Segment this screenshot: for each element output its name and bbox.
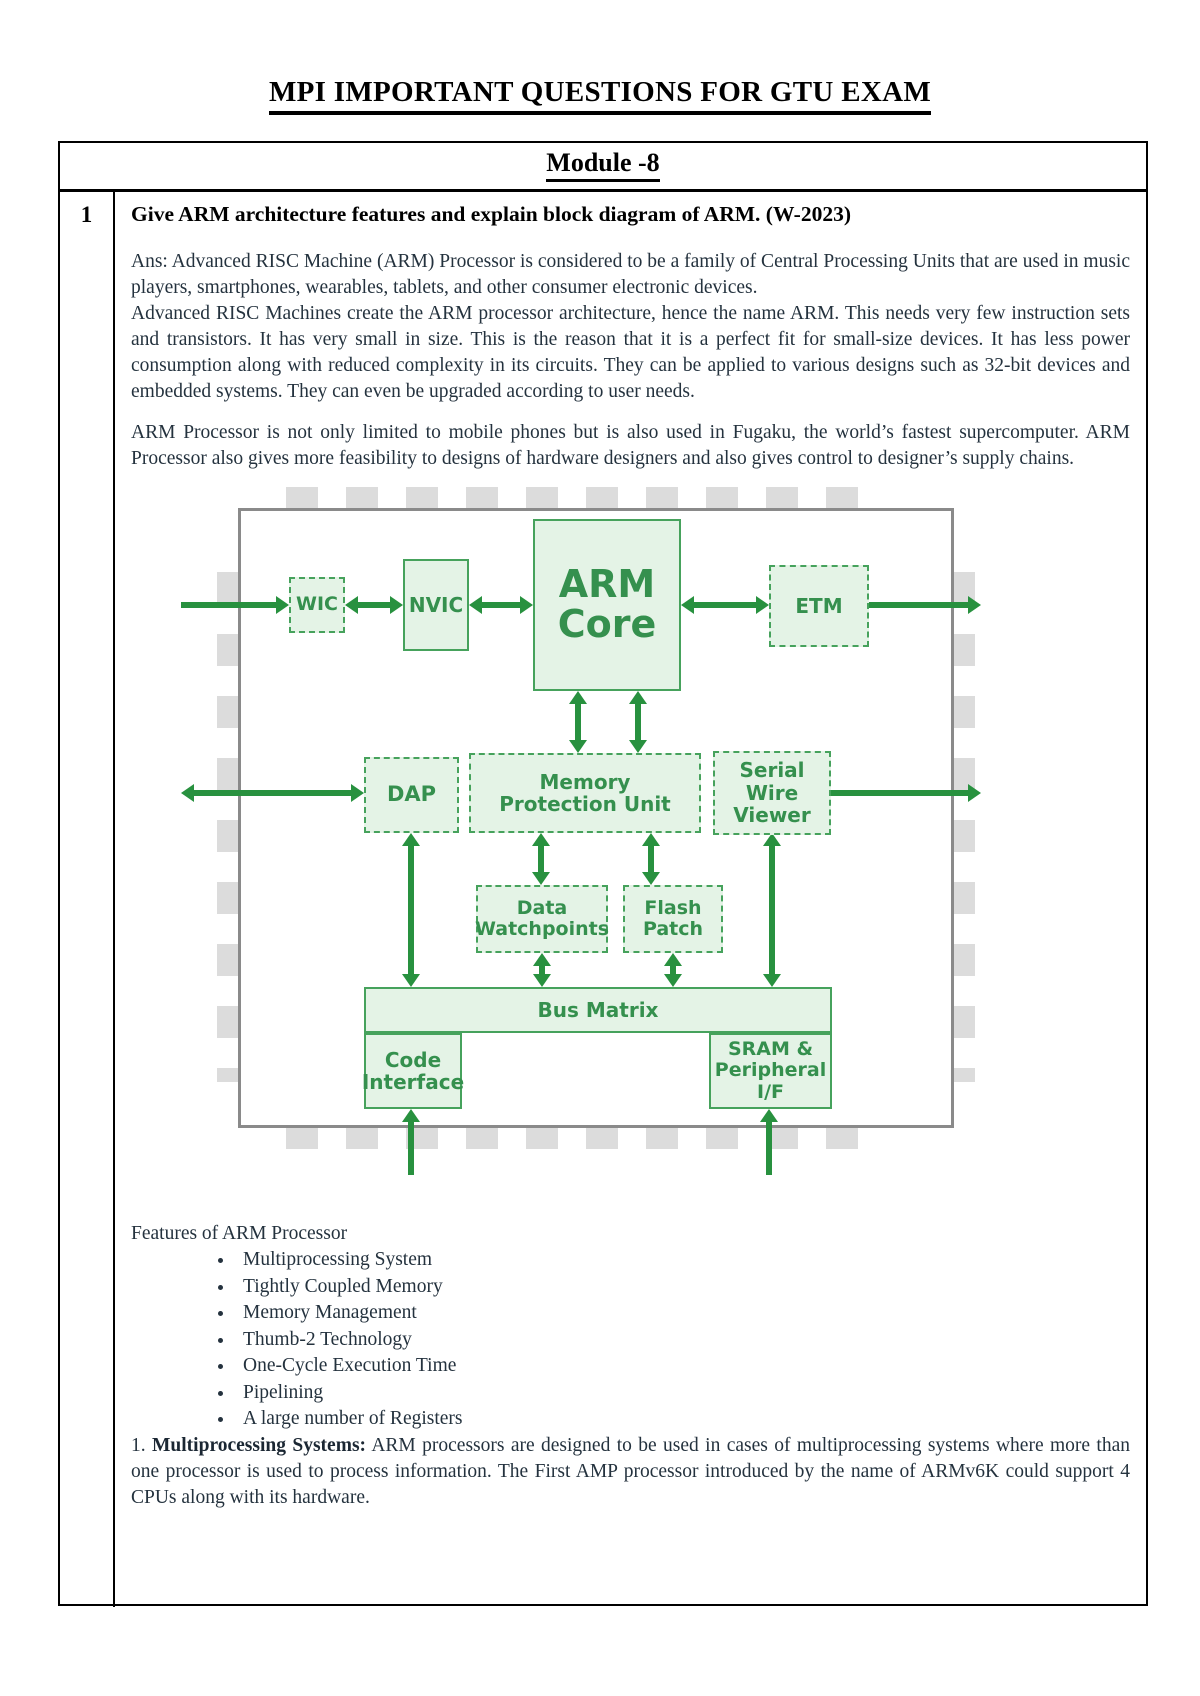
arrow-dap-external xyxy=(181,784,364,802)
block-serial-wire-viewer: Serial Wire Viewer xyxy=(713,751,831,835)
arrow-into-sram xyxy=(760,1109,778,1175)
block-bus-matrix: Bus Matrix xyxy=(364,987,832,1033)
arrow-into-wic xyxy=(181,596,289,614)
feature-item: Multiprocessing System xyxy=(235,1247,1130,1274)
chip-pins-left xyxy=(217,572,238,1082)
arm-block-diagram: WIC NVIC ARM Core ETM DAP Memory Protect… xyxy=(181,487,991,1177)
arrow-watchpoints-busmatrix xyxy=(533,953,551,987)
chip-pins-right xyxy=(954,572,975,1082)
block-nvic: NVIC xyxy=(403,559,469,651)
chip-pins-top xyxy=(286,487,876,508)
block-code-interface: Code Interface xyxy=(362,1033,464,1109)
arrow-swv-busmatrix xyxy=(763,833,781,987)
block-flash-patch: Flash Patch xyxy=(623,885,723,953)
question-row: 1 Give ARM architecture features and exp… xyxy=(60,192,1146,1607)
feature-item: Thumb-2 Technology xyxy=(235,1327,1130,1354)
chip-pins-bottom xyxy=(286,1128,876,1149)
questions-table: Module -8 1 Give ARM architecture featur… xyxy=(58,141,1148,1607)
arrow-into-code-interface xyxy=(402,1109,420,1175)
block-wic: WIC xyxy=(289,577,345,633)
question-content: Give ARM architecture features and expla… xyxy=(115,192,1146,1607)
numbered-text: ARM processors are designed to be used i… xyxy=(131,1434,1130,1508)
block-data-watchpoints: Data Watchpoints xyxy=(475,885,609,953)
arrow-etm-out xyxy=(869,596,981,614)
feature-item: Tightly Coupled Memory xyxy=(235,1274,1130,1301)
arrow-mpu-watchpoints xyxy=(532,833,550,885)
arrow-nvic-core xyxy=(469,596,533,614)
features-heading: Features of ARM Processor xyxy=(131,1223,348,1244)
feature-item: Pipelining xyxy=(235,1380,1130,1407)
question-text: Give ARM architecture features and expla… xyxy=(131,202,851,226)
answer-paragraph-2: Advanced RISC Machines create the ARM pr… xyxy=(131,303,1130,402)
answer-paragraph-1: Ans: Advanced RISC Machine (ARM) Process… xyxy=(131,251,1130,298)
arrow-core-mpu-right xyxy=(629,691,647,753)
module-header-row: Module -8 xyxy=(60,143,1146,192)
page-title: MPI IMPORTANT QUESTIONS FOR GTU EXAM xyxy=(0,76,1200,115)
block-mpu: Memory Protection Unit xyxy=(469,753,701,833)
feature-item: A large number of Registers xyxy=(235,1406,1130,1433)
arrow-core-etm xyxy=(681,596,769,614)
document-page: MPI IMPORTANT QUESTIONS FOR GTU EXAM Mod… xyxy=(0,0,1200,1606)
module-header: Module -8 xyxy=(546,148,660,182)
block-dap: DAP xyxy=(364,757,459,833)
multiprocessing-paragraph: 1. Multiprocessing Systems: ARM processo… xyxy=(131,1433,1130,1511)
arrow-wic-nvic xyxy=(345,596,403,614)
arrow-dap-busmatrix xyxy=(402,833,420,987)
features-list: Multiprocessing System Tightly Coupled M… xyxy=(131,1247,1130,1433)
block-sram-peripheral: SRAM & Peripheral I/F xyxy=(709,1033,832,1109)
numbered-bold-lead: Multiprocessing Systems: xyxy=(152,1434,367,1456)
arrow-swv-out xyxy=(831,784,981,802)
numbered-prefix: 1. xyxy=(131,1434,153,1456)
answer-paragraph-3: ARM Processor is not only limited to mob… xyxy=(131,422,1130,469)
question-number: 1 xyxy=(60,192,115,1607)
block-etm: ETM xyxy=(769,565,869,647)
feature-item: Memory Management xyxy=(235,1300,1130,1327)
feature-item: One-Cycle Execution Time xyxy=(235,1353,1130,1380)
block-arm-core: ARM Core xyxy=(533,519,681,691)
arrow-flashpatch-busmatrix xyxy=(664,953,682,987)
arrow-mpu-flashpatch xyxy=(642,833,660,885)
arrow-core-mpu-left xyxy=(569,691,587,753)
